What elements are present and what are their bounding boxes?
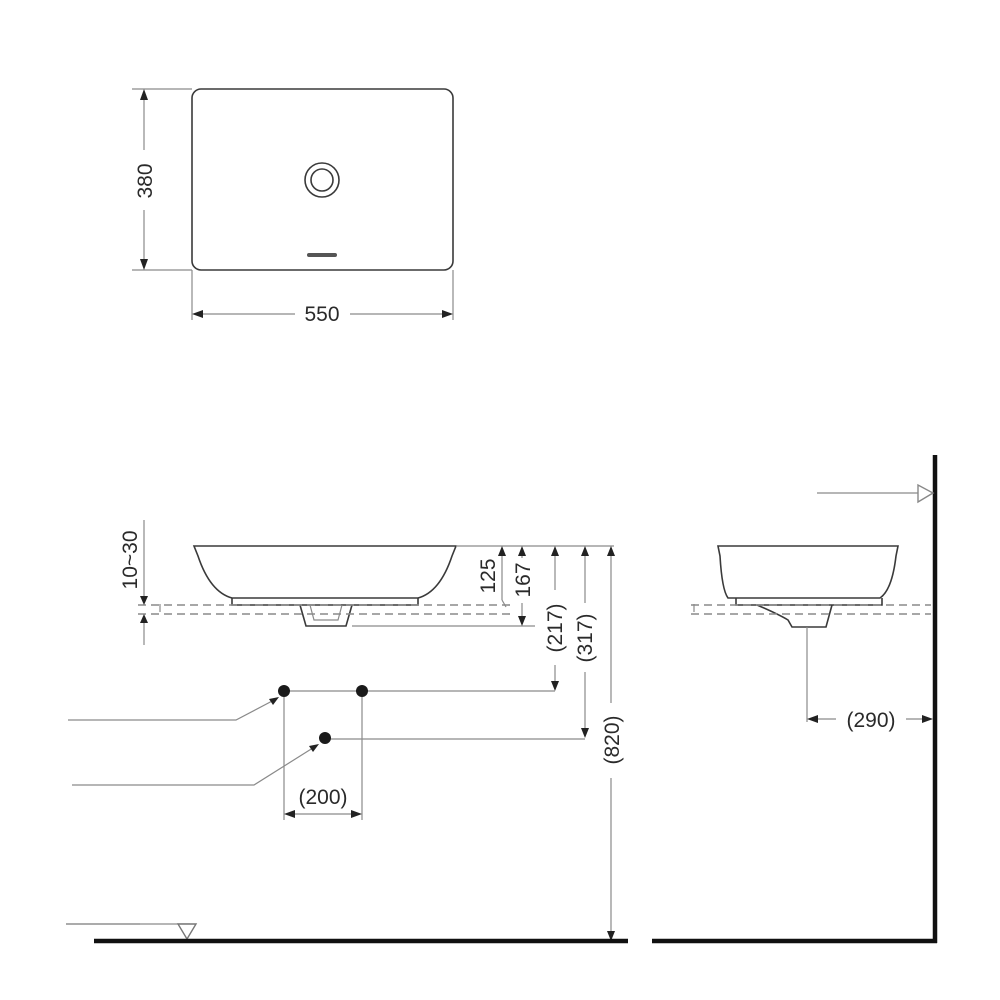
waste-outlet-point-icon (319, 732, 331, 744)
depth-dimension-label: 380 (134, 163, 157, 198)
basin-side-outline (717, 545, 899, 599)
drain-inner-ring-icon (310, 168, 334, 192)
width-dimension-label: 550 (304, 303, 339, 326)
floor-level-marker-icon (176, 923, 198, 941)
wall-level-marker-icon (917, 483, 935, 504)
basin-front-outline (192, 545, 458, 599)
supply-spacing-label: (200) (298, 786, 347, 809)
hot-supply-point-icon (278, 685, 290, 697)
side-drain-body (756, 604, 833, 628)
counter-thickness-label: 10~30 (119, 531, 142, 590)
waste-height-label: (317) (574, 613, 597, 662)
bowl-height-label: 125 (477, 558, 500, 593)
overflow-slot-icon (307, 253, 337, 257)
leader-line-waste (72, 745, 317, 786)
drain-outer-ring-icon (304, 162, 340, 198)
top-view: 380 550 (132, 88, 454, 326)
leader-line-supply (68, 698, 277, 721)
wall-distance-label: (290) (846, 709, 895, 732)
basin-top-outline (191, 88, 454, 271)
front-view: 10~30 125 167 (217) (317) (820) (66, 520, 628, 944)
supply-height-label: (217) (544, 603, 567, 652)
cold-supply-point-icon (356, 685, 368, 697)
drain-body (299, 604, 353, 627)
floor-to-rim-label: (820) (601, 715, 624, 764)
side-view: (290) (652, 455, 938, 944)
overall-height-label: 167 (512, 562, 535, 597)
